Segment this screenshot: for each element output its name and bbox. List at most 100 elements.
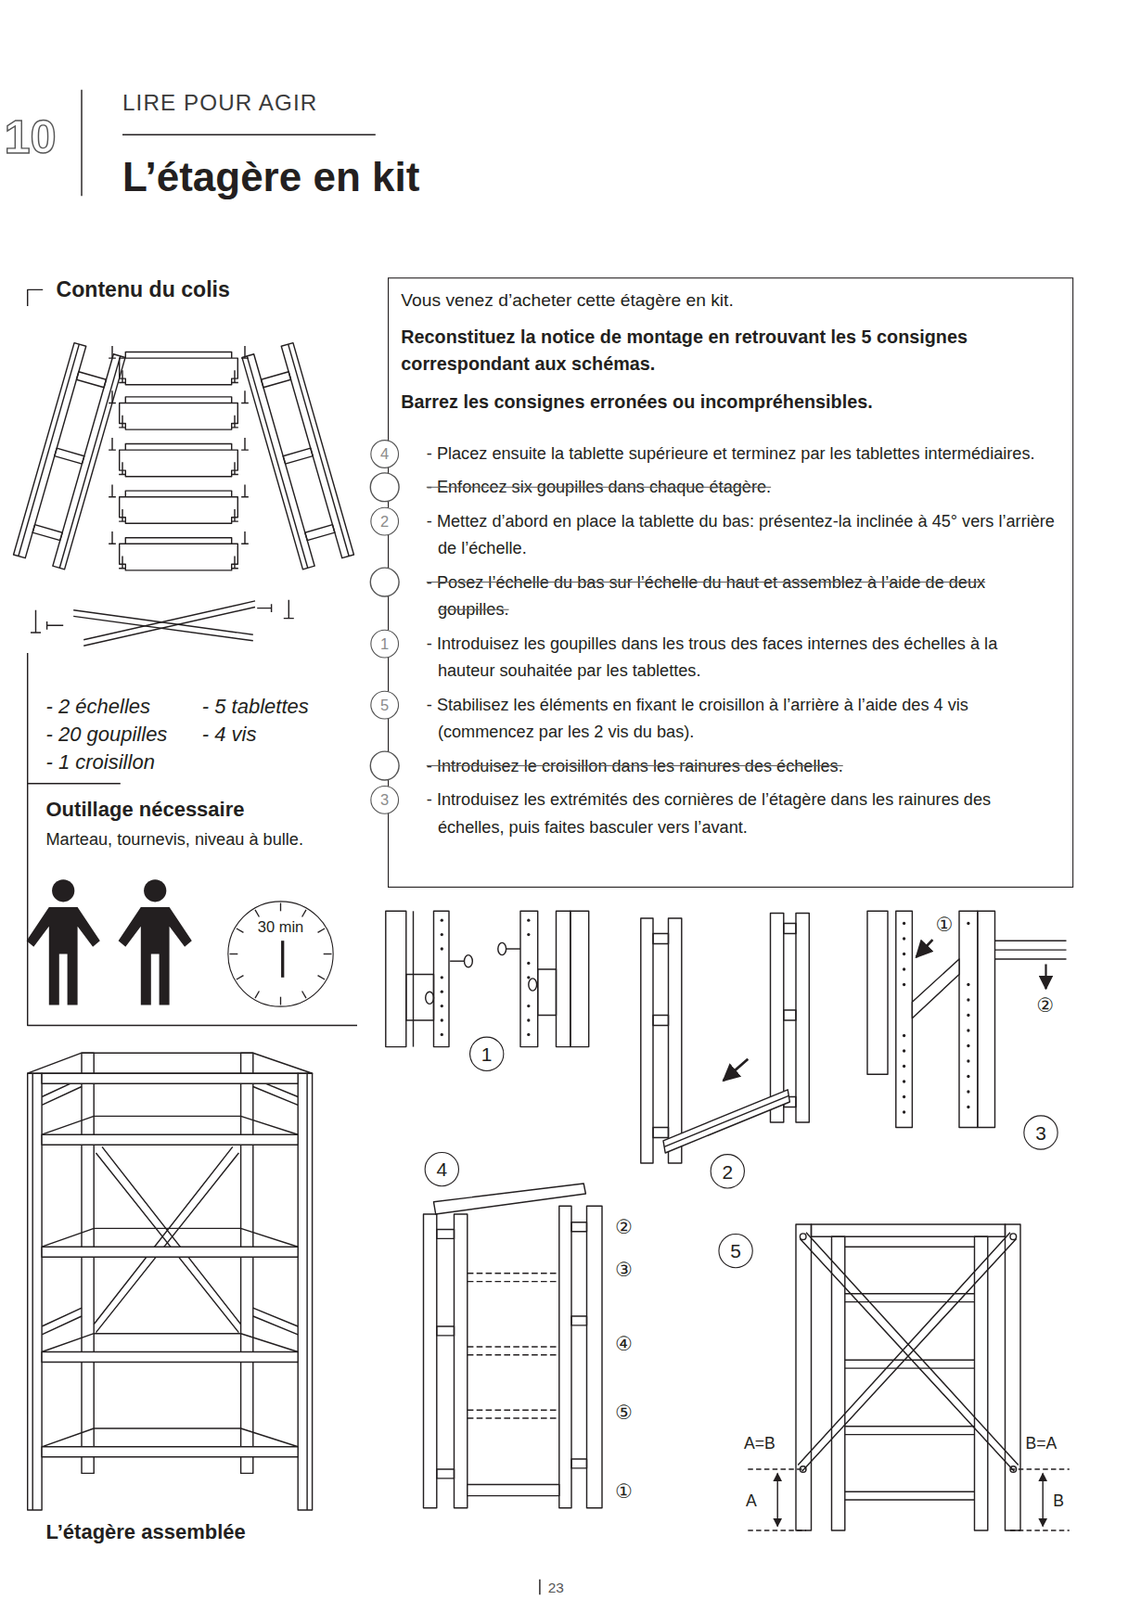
figure-pins (498, 942, 507, 955)
figure-pins (440, 919, 444, 923)
header-rule (80, 89, 82, 196)
figure-pins (440, 1018, 444, 1022)
clock-ticks (302, 910, 307, 918)
person-icon (143, 879, 167, 902)
assembled-shelf (297, 1073, 312, 1511)
chapter-number: 10 (3, 110, 56, 165)
figure-pins (526, 975, 530, 979)
figure-bottom-shelf (653, 1128, 669, 1139)
callout-number: ② (1037, 995, 1055, 1018)
ladder-part (32, 525, 63, 541)
pin-part (118, 415, 127, 428)
screw-part (283, 600, 295, 619)
figure-caption: L’étagère assemblée (46, 1520, 246, 1544)
pin-part (241, 437, 249, 450)
figure-tilt-detail (896, 910, 913, 1128)
screw-part (47, 621, 65, 630)
pin-part (241, 531, 249, 544)
pin-part (241, 390, 249, 403)
callout-number: 3 (1035, 1123, 1047, 1143)
callout-number: 1 (481, 1044, 493, 1064)
callout-number: ⑤ (615, 1401, 633, 1424)
clock-ticks (255, 991, 259, 1000)
assembly-step: - Introduisez les goupilles dans les tro… (426, 629, 1059, 685)
figure-shelf-order (436, 1326, 455, 1336)
part-list-item: - 4 vis (202, 722, 257, 746)
clock-ticks (255, 910, 259, 918)
panel-heading: Outillage nécessaire (46, 797, 245, 821)
figure-cross-brace (1010, 1233, 1017, 1241)
page-rule (538, 1579, 540, 1596)
panel-frame (27, 782, 121, 784)
step-number: 3 (380, 792, 389, 808)
page-number: 23 (548, 1579, 564, 1597)
pin-part (230, 509, 239, 522)
figure-tilt-detail (902, 922, 971, 1115)
ladder-part (242, 343, 354, 570)
figure-tilt-detail (867, 910, 1067, 1128)
page-title: L’étagère en kit (122, 153, 420, 201)
clock-ticks (236, 928, 244, 933)
figure-pins (440, 1004, 444, 1008)
figure-pins (526, 933, 530, 936)
figure-shelf-order (423, 1183, 603, 1509)
pin-part (108, 346, 116, 359)
panel-heading: Contenu du colis (56, 277, 231, 303)
figure-tilt-detail (966, 1044, 970, 1048)
assembly-step: - Posez l’échelle du bas sur l’échelle d… (426, 568, 1059, 624)
step-circle: 1 (370, 628, 399, 658)
step-circle: 3 (370, 784, 399, 814)
figure-pins (528, 978, 538, 991)
assembly-step: - Mettez d’abord en place la tablette du… (426, 507, 1059, 563)
figure-tilt-detail (966, 1013, 970, 1017)
dimension-label: B (1052, 1491, 1064, 1511)
part-list-item: - 20 goupilles (46, 722, 168, 746)
figure-pins (570, 910, 590, 1047)
assembled-shelf (306, 1073, 308, 1511)
figure-shelf-order (467, 1485, 560, 1497)
figure-bottom-shelf (640, 913, 810, 1165)
pin-part (230, 415, 239, 428)
figure-pins (440, 990, 444, 994)
instruction-list: Vous venez d’acheter cette étagère en ki… (388, 278, 1073, 856)
clock-ticks (318, 928, 326, 933)
instruction-box: Vous venez d’acheter cette étagère en ki… (387, 277, 1074, 888)
figure-tilt-detail (959, 910, 978, 1128)
shelf-part (119, 352, 239, 571)
pin-part (230, 461, 239, 475)
assembled-shelf (31, 1073, 33, 1511)
figure-tilt-detail (966, 998, 970, 1001)
figure-cross-brace (1005, 1224, 1022, 1531)
panel-frame (27, 289, 44, 307)
callout-circle: 5 (717, 1233, 753, 1269)
assembled-shelf (41, 1115, 298, 1135)
pin-part (108, 437, 116, 450)
ladder-part (52, 354, 126, 570)
figure-cross-brace (799, 1233, 807, 1241)
figure-tilt-detail (902, 1049, 906, 1052)
callout-circle: 3 (1023, 1115, 1058, 1150)
callout-circle: 1 (469, 1037, 504, 1072)
pin-part (118, 370, 127, 383)
assembled-shelf (41, 1078, 82, 1335)
clock-icon: 30 min (227, 900, 334, 1007)
figure-tilt-detail (867, 910, 888, 1075)
figure-tilt-detail (966, 922, 970, 925)
shelf-part (119, 538, 239, 571)
person-icon (51, 879, 75, 902)
assembled-shelf (81, 1052, 94, 1474)
figure-pins (526, 919, 530, 923)
person-icon (26, 907, 101, 1006)
figure-tilt-detail (902, 1034, 906, 1038)
callout-circle: 4 (424, 1152, 460, 1187)
figure-shelf-order (571, 1459, 588, 1469)
figure-pins (556, 910, 571, 1047)
clock-ticks (323, 953, 333, 955)
pin-part (108, 485, 116, 498)
figure-pins (425, 991, 435, 1004)
part-list-item: - 5 tablettes (202, 694, 309, 718)
figure-pins (434, 910, 450, 1047)
pin-part (108, 390, 116, 403)
assembled-shelf (41, 1333, 298, 1353)
shelf-part (119, 444, 239, 477)
